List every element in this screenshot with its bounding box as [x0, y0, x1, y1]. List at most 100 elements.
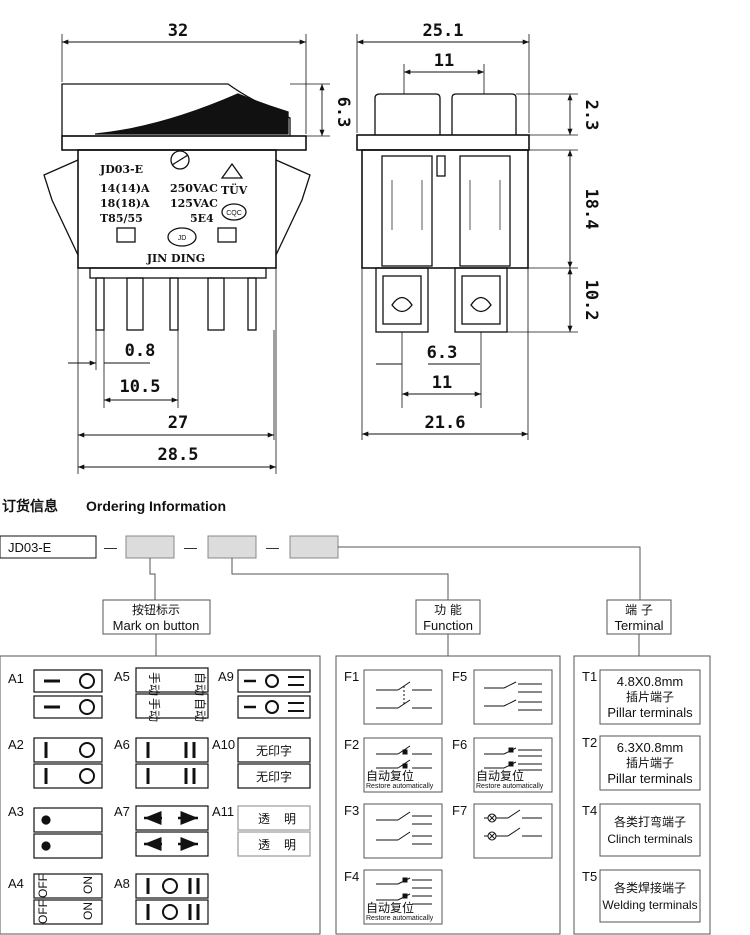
terminal-t5-option[interactable]: [599, 869, 701, 923]
function-panel: [335, 655, 561, 935]
terminal-t2-option[interactable]: [599, 735, 701, 791]
terminal-panel: [573, 655, 711, 935]
mark-a4-on-bottom: ON: [81, 902, 95, 920]
terminal-t4-code: T4: [582, 803, 597, 818]
mark-a11-text-top-2: 明: [284, 812, 296, 826]
function-f5-option[interactable]: [473, 669, 553, 725]
mark-a10-text-bottom: 无印字: [256, 769, 292, 784]
stamp-brand: JIN DING: [146, 252, 205, 265]
mark-a10-text-top: 无印字: [256, 743, 292, 758]
terminal-t4-cn: 各类打弯端子: [614, 814, 686, 829]
mark-a10-code: A10: [212, 737, 235, 752]
terminal-t4-option[interactable]: [599, 803, 701, 857]
terminal-t5-en: Welding terminals: [602, 898, 697, 912]
mark-a9-code: A9: [218, 669, 234, 684]
mark-a4-on-top: ON: [81, 876, 95, 894]
dim-top: 32: [168, 21, 188, 41]
stamp-cert: 5E4: [190, 212, 214, 225]
front-view: [43, 34, 330, 474]
mark-a11-text-bottom-2: 明: [284, 838, 296, 852]
f6-restore-cn: 自动复位: [476, 768, 524, 783]
mark-code-slot[interactable]: [125, 535, 175, 559]
mark-a3-code: A3: [8, 804, 24, 819]
mark-a5-code: A5: [114, 669, 130, 684]
mark-a11-code: A11: [212, 804, 234, 819]
mark-a7-option[interactable]: [135, 805, 209, 857]
stamp-model: JD03-E: [99, 163, 143, 176]
terminal-t4-en: Clinch terminals: [607, 832, 692, 846]
mark-a10-option[interactable]: [237, 737, 311, 789]
mark-a11-option[interactable]: [237, 805, 311, 857]
function-f7-option[interactable]: [473, 803, 553, 859]
function-f3-option[interactable]: [363, 803, 443, 859]
mark-a2-code: A2: [8, 737, 24, 752]
dim-pin-width: 0.8: [125, 341, 156, 361]
function-code-slot[interactable]: [207, 535, 257, 559]
model-box: [0, 535, 97, 559]
dim-pin-gap: 10.5: [120, 377, 161, 397]
mark-a2-option[interactable]: [33, 737, 103, 789]
terminal-t1-code: T1: [582, 669, 597, 684]
terminal-t5-code: T5: [582, 869, 597, 884]
function-header-cn: 功 能: [434, 603, 462, 617]
mark-a3-option[interactable]: [33, 807, 103, 859]
dash-2: —: [184, 540, 197, 555]
dim-term-width: 6.3: [427, 343, 458, 363]
terminal-code-slot[interactable]: [289, 535, 339, 559]
mark-a8-option[interactable]: [135, 873, 209, 925]
terminal-header-en: Terminal: [614, 618, 663, 633]
function-f1-code: F1: [344, 669, 359, 684]
dim-cap: 2.3: [581, 100, 601, 131]
f4-restore-cn: 自动复位: [366, 900, 414, 915]
terminal-header-cn: 端 子: [625, 603, 653, 617]
function-f4-code: F4: [344, 869, 359, 884]
function-f3-code: F3: [344, 803, 359, 818]
mark-header-cn: 按钮标示: [132, 602, 180, 617]
function-f5-code: F5: [452, 669, 467, 684]
model-code: JD03-E: [8, 540, 52, 555]
stamp-rating1: 14(14)A: [100, 182, 150, 195]
mark-a4-option[interactable]: [33, 873, 103, 925]
function-header: [415, 599, 481, 635]
function-f1-option[interactable]: [363, 669, 443, 725]
mark-a9-option[interactable]: [237, 669, 311, 719]
mark-a8-code: A8: [114, 876, 130, 891]
mark-a1-option[interactable]: [33, 669, 103, 719]
mark-a5-text-top-right: 自动: [193, 672, 207, 696]
dim-side-width: 25.1: [423, 21, 464, 41]
dash-1: —: [104, 540, 117, 555]
dim-base: 21.6: [425, 413, 466, 433]
side-view: [356, 34, 578, 440]
terminal-t5-cn: 各类焊接端子: [614, 880, 686, 895]
ordering-title-cn: 订货信息: [2, 498, 58, 514]
mark-a4-off-top: OFF: [36, 874, 50, 898]
function-f2-option[interactable]: [363, 737, 443, 793]
function-f4-option[interactable]: [363, 869, 443, 925]
terminal-header: [606, 599, 672, 635]
stamp-rating3: T85/55: [100, 212, 143, 225]
terminal-t1-option[interactable]: [599, 669, 701, 725]
dim-pin-span: 27: [168, 413, 188, 433]
function-f6-option[interactable]: [473, 737, 553, 793]
jd-logo: JD: [178, 235, 187, 242]
mark-a7-code: A7: [114, 804, 130, 819]
dash-3: —: [266, 540, 279, 555]
function-f6-code: F6: [452, 737, 467, 752]
f6-restore-en: Restore automatically: [476, 783, 544, 790]
mark-header: [102, 599, 211, 635]
mark-a6-option[interactable]: [135, 737, 209, 789]
dim-body: 18.4: [581, 189, 601, 230]
f2-restore-en: Restore automatically: [366, 783, 434, 790]
stamp-volt2: 125VAC: [170, 197, 218, 210]
mark-a5-text-bottom-left: 手动: [147, 698, 161, 722]
connector-lines: [149, 546, 641, 600]
mark-panel: [0, 655, 321, 935]
terminal-t2-code: T2: [582, 735, 597, 750]
stamp-rating2: 18(18)A: [100, 197, 150, 210]
function-f2-code: F2: [344, 737, 359, 752]
ordering-title-en: Ordering Information: [86, 498, 226, 514]
mark-a5-text-top-left: 手动: [147, 672, 161, 696]
mark-a5-option[interactable]: [135, 667, 209, 719]
stamp-volt1: 250VAC: [170, 182, 218, 195]
